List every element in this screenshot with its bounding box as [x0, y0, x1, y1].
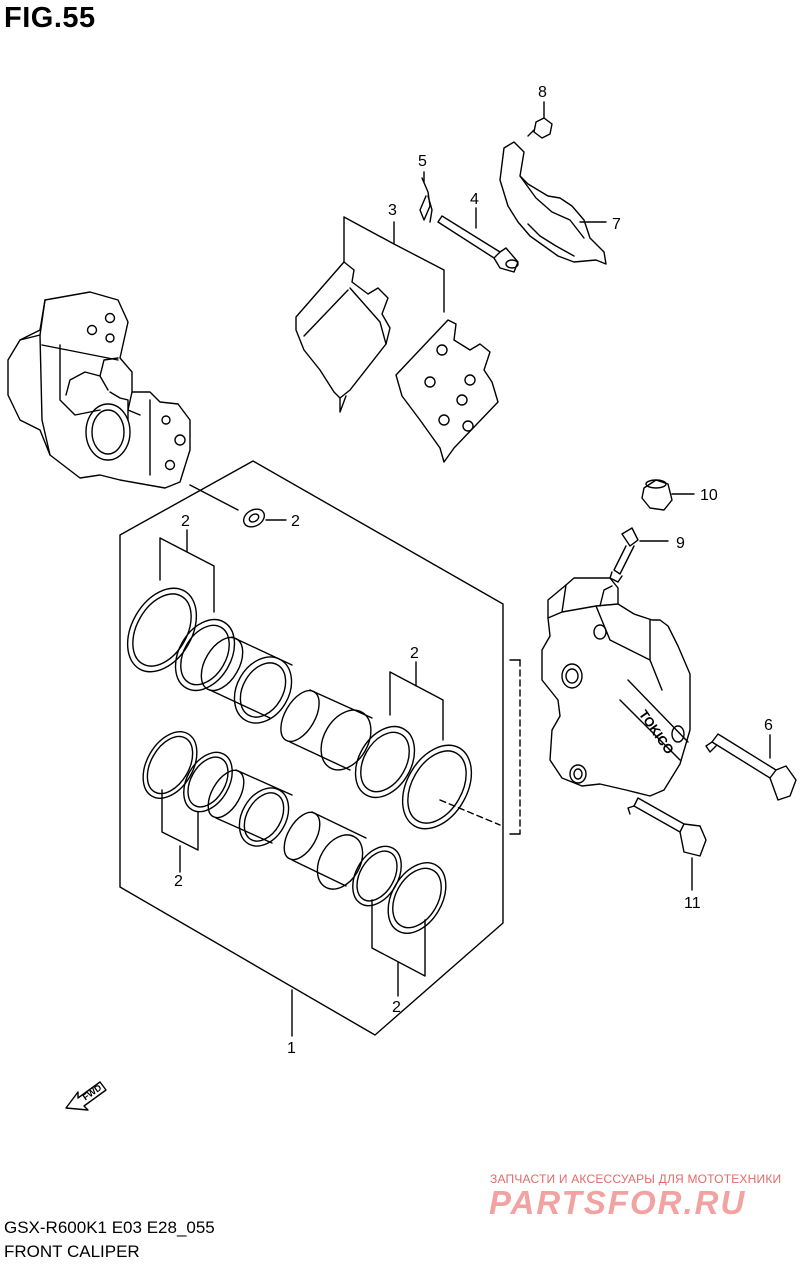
brake-pad-rear — [395, 319, 499, 463]
callout-1: 1 — [287, 1040, 296, 1057]
axis-line-upper — [439, 799, 501, 826]
bleeder-cap — [641, 479, 673, 511]
pistons — [200, 636, 373, 890]
caliper-bolt-long — [705, 733, 797, 801]
pad-spring-plate — [499, 141, 607, 265]
caliper-right-half — [509, 577, 691, 835]
callout-7: 7 — [612, 216, 621, 233]
callout-2-upper-right: 2 — [410, 645, 419, 662]
callout-9: 9 — [676, 535, 685, 552]
callout-8: 8 — [538, 84, 547, 101]
caliper-bolt-short — [627, 797, 707, 857]
seal-kit-outline — [119, 460, 504, 1036]
callout-4: 4 — [470, 191, 479, 208]
watermark-tagline: ЗАПЧАСТИ И АКСЕССУАРЫ ДЛЯ МОТОТЕХНИКИ — [490, 1172, 782, 1186]
callout-10: 10 — [700, 487, 718, 504]
callout-2-lower-left: 2 — [174, 873, 183, 890]
bracket-2c — [389, 661, 444, 741]
callout-5: 5 — [418, 153, 427, 170]
bracket-2b — [159, 529, 215, 613]
bleeder-screw — [609, 527, 639, 583]
forward-arrow — [65, 1081, 107, 1111]
piston-seals — [126, 587, 473, 934]
spring-clip — [419, 177, 433, 223]
caliper-brand-text: TOKICO — [636, 707, 677, 757]
callout-2-small-seal: 2 — [291, 513, 300, 530]
caliper-left-half — [7, 291, 191, 489]
brake-pad-front — [295, 261, 391, 413]
section-name: FRONT CALIPER — [4, 1242, 140, 1261]
callout-6: 6 — [764, 717, 773, 734]
small-seal — [242, 508, 266, 528]
pad-pin — [437, 215, 519, 273]
callout-3: 3 — [388, 202, 397, 219]
leader-line-caliper — [189, 484, 239, 511]
watermark-logo: PARTSFOR.RU — [489, 1184, 747, 1221]
bracket-2e — [371, 899, 426, 997]
bracket-2d — [161, 789, 199, 873]
model-code: GSX-R600K1 E03 E28_055 — [4, 1218, 215, 1237]
callout-2-lower-right: 2 — [392, 999, 401, 1016]
small-screw — [527, 117, 553, 139]
callout-2-upper-left: 2 — [181, 513, 190, 530]
figure-title: FIG.55 — [4, 2, 96, 34]
callout-11: 11 — [684, 895, 701, 912]
bracket-lines-3 — [343, 216, 445, 313]
